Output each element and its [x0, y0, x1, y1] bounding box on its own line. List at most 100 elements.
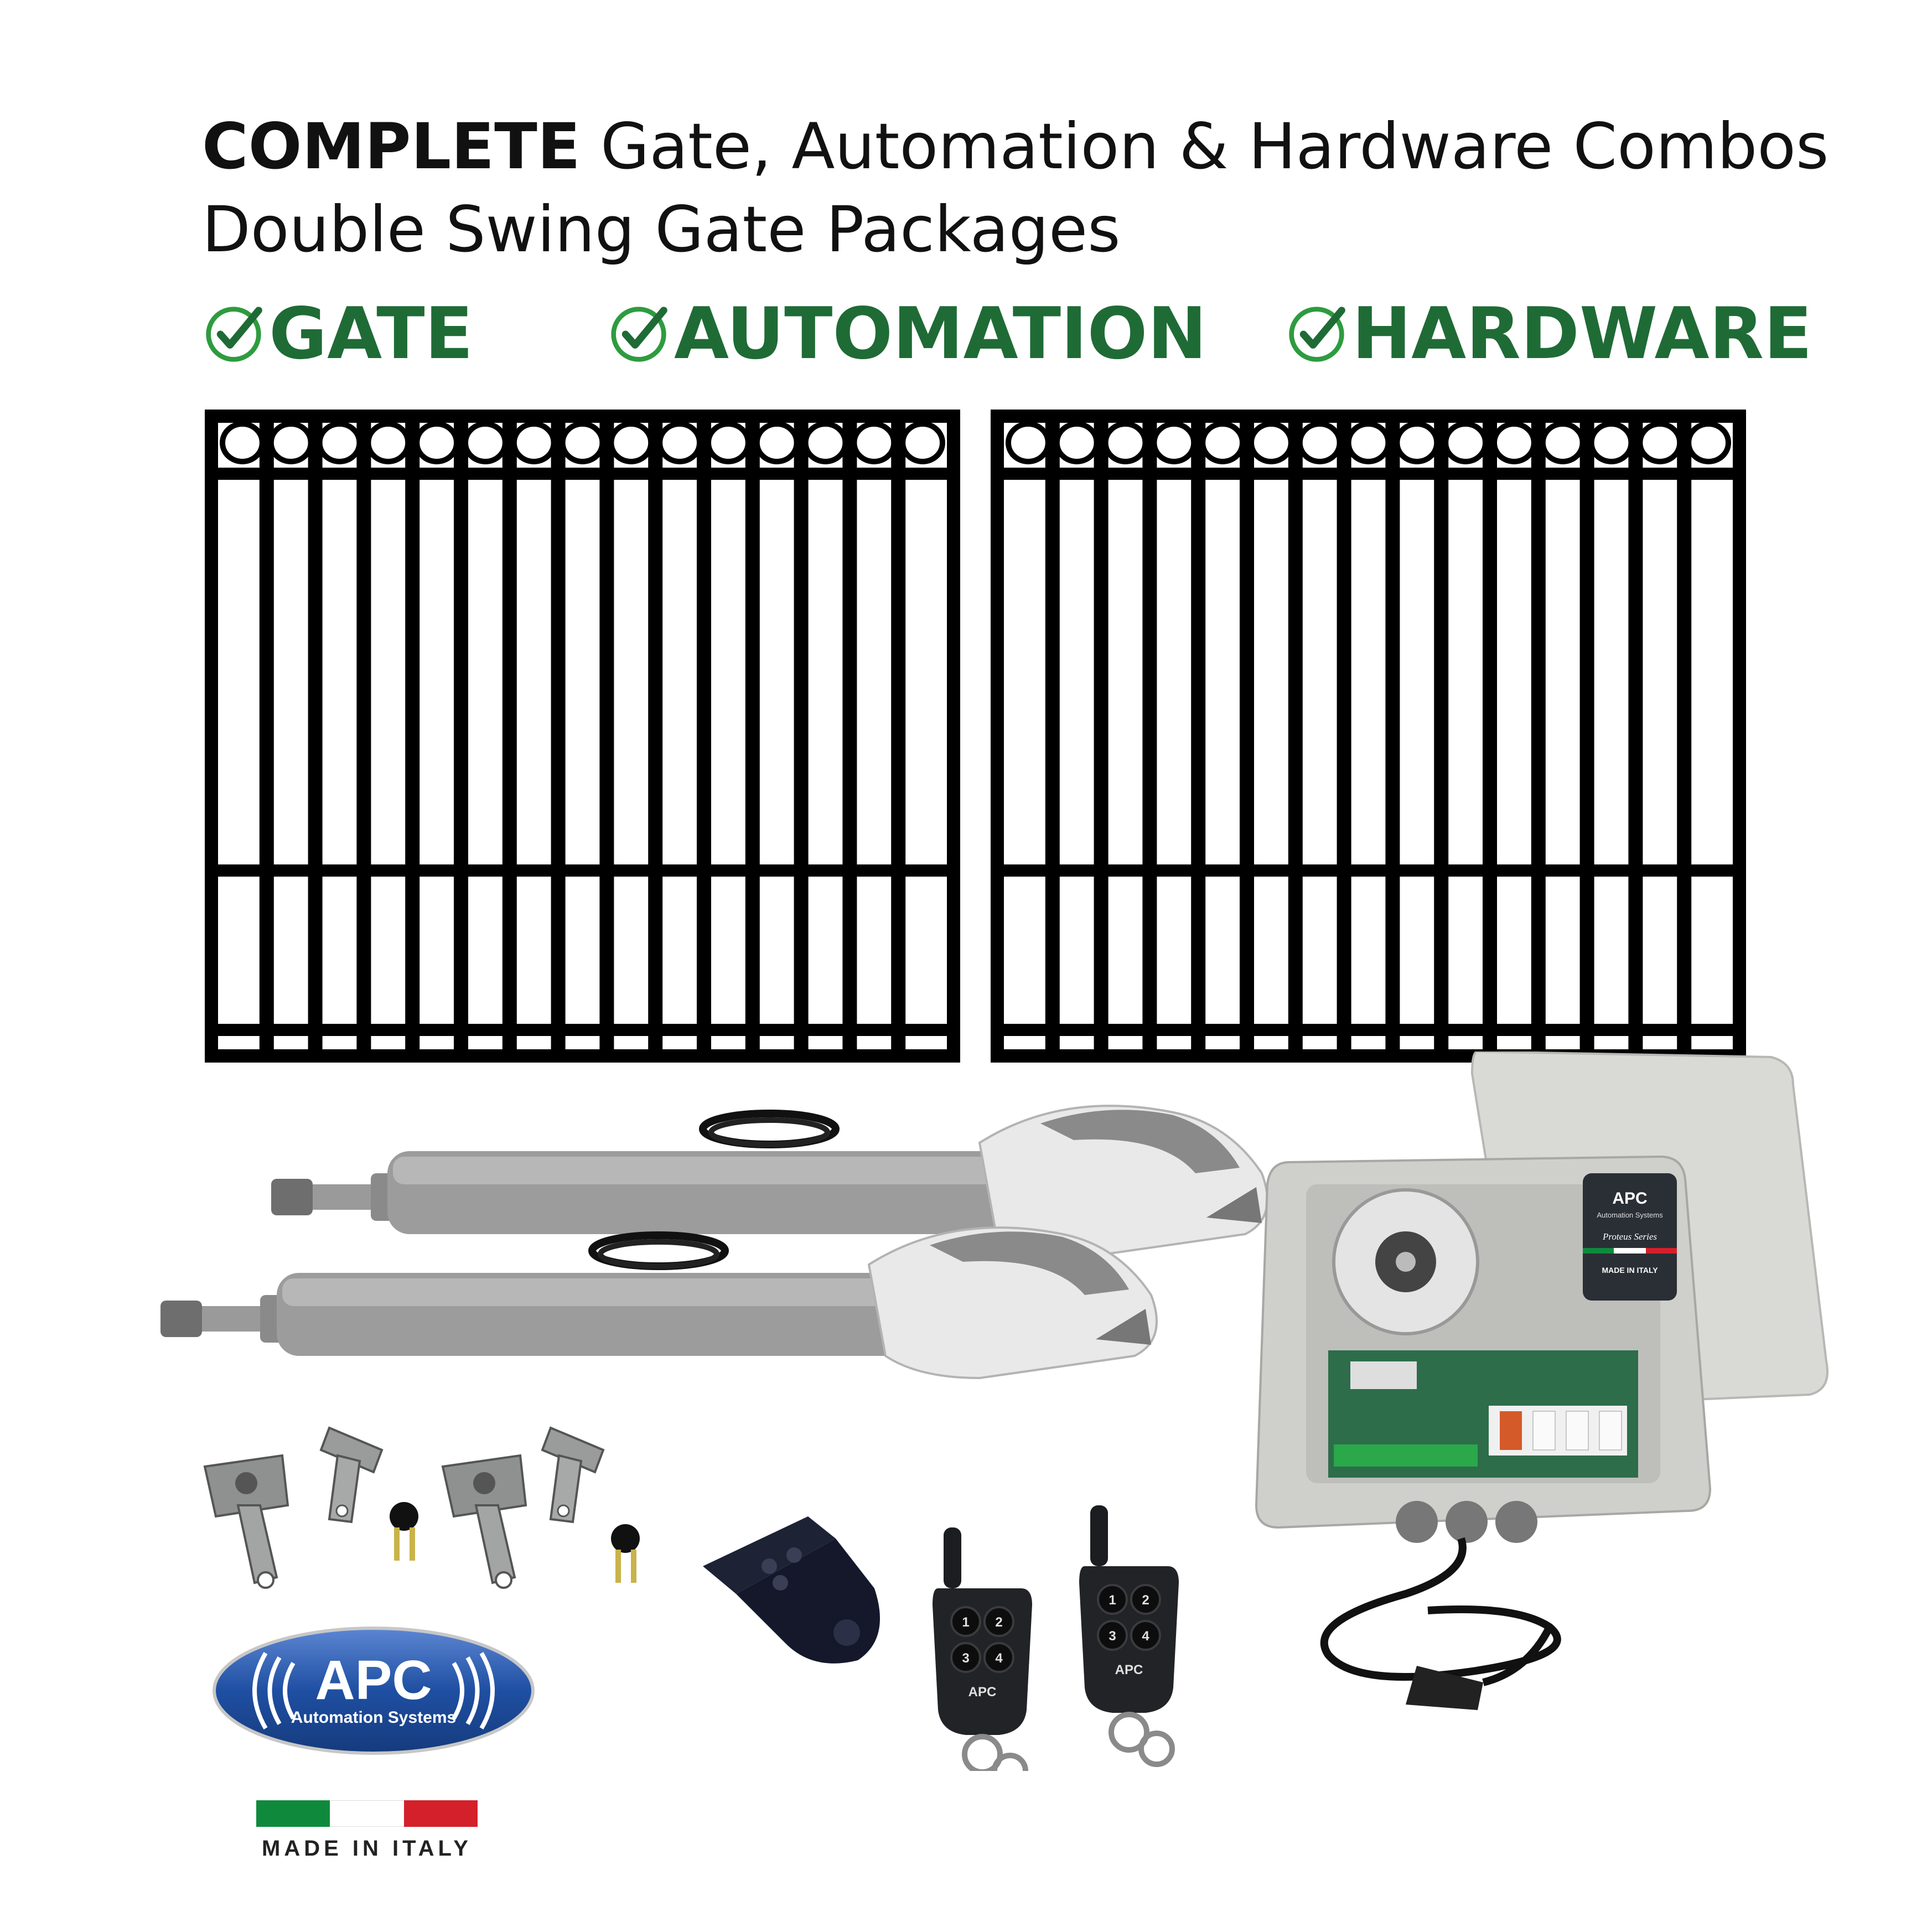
gate-leaf-left-picket: [891, 410, 906, 1063]
gate-leaf-right-ring: [1588, 421, 1634, 464]
double-swing-gate: [205, 410, 1746, 1063]
badge-made: MADE IN ITALY: [1602, 1266, 1658, 1275]
gate-leaf-left-upper-rail: [205, 468, 960, 480]
gate-leaf-right-picket: [1191, 410, 1206, 1063]
remote-body: [933, 1588, 1032, 1735]
gate-leaf-left-ring: [754, 421, 800, 464]
page-subtitle: Double Swing Gate Packages: [202, 193, 1121, 266]
flag-white-stripe: [330, 1800, 404, 1827]
logo-brand: APC: [315, 1649, 432, 1711]
gate-leaf-left-ring: [220, 421, 265, 464]
check-automation: AUTOMATION: [609, 299, 1207, 370]
remote-button-1[interactable]: [1097, 1584, 1128, 1615]
badge-series: Proteus Series: [1602, 1231, 1657, 1242]
apc-logo-mark: APC Automation Systems: [213, 1627, 535, 1755]
check-circle-icon: [611, 307, 667, 362]
gate-leaf-right-picket: [1240, 410, 1254, 1063]
remote-button-4[interactable]: [1130, 1620, 1161, 1651]
hinge-plate-2: [541, 1426, 605, 1524]
remote-button-label: 4: [1142, 1629, 1149, 1644]
title-strong: COMPLETE: [202, 110, 581, 183]
key-icon: [611, 1524, 640, 1583]
gate-leaf-right-ring: [1102, 421, 1148, 464]
hinge-bracket-1: [203, 1454, 289, 1589]
keyring-clip-icon: [992, 1753, 1028, 1771]
gate-opener-arm-lower: [160, 1226, 1158, 1380]
gate-leaf-left-picket: [697, 410, 711, 1063]
gate-leaf-left-picket: [405, 410, 420, 1063]
gate-leaf-right-upper-rail: [991, 468, 1746, 480]
gate-leaf-left-ring: [414, 421, 460, 464]
remote-button-label: 2: [995, 1615, 1002, 1630]
gate-leaf-left-ring: [802, 421, 848, 464]
gate-opener-arm-upper: [271, 1105, 1268, 1258]
gate-leaf-left-picket: [356, 410, 371, 1063]
remote-button-label: 3: [1109, 1629, 1116, 1644]
remote-button-2[interactable]: [1130, 1584, 1161, 1615]
gate-leaf-right-picket: [1337, 410, 1351, 1063]
flag-red-stripe: [403, 1800, 478, 1827]
gate-leaf-right-ring: [1151, 421, 1197, 464]
remote-button-1[interactable]: [950, 1606, 981, 1637]
gate-leaf-right-ring: [1686, 421, 1732, 464]
gate-leaf-right-ring: [1345, 421, 1391, 464]
gate-leaf-left-ring: [608, 421, 654, 464]
gate-leaf-left-picket: [551, 410, 566, 1063]
gate-leaf-left-right-stile: [947, 410, 960, 1063]
badge-brand: APC: [1612, 1189, 1647, 1208]
remote-button-2[interactable]: [983, 1606, 1014, 1637]
keyring-icon: [962, 1734, 1003, 1771]
remote-button-3[interactable]: [1097, 1620, 1128, 1651]
gate-leaf-right-left-stile: [991, 410, 1004, 1063]
remote-button-3[interactable]: [950, 1642, 981, 1673]
remote-button-label: 1: [962, 1615, 969, 1630]
remote-brand: APC: [968, 1685, 997, 1700]
flag-green-stripe: [256, 1800, 330, 1827]
gate-leaf-left-ring: [317, 421, 362, 464]
check-circle-icon: [206, 307, 262, 362]
gate-leaf-right-right-stile: [1733, 410, 1746, 1063]
gate-leaf-left-picket: [259, 410, 274, 1063]
gate-leaf-right-picket: [1142, 410, 1157, 1063]
gate-leaf-left-picket: [842, 410, 857, 1063]
gate-leaf-right-ring: [1054, 421, 1100, 464]
gate-leaf-right-lower-rail: [991, 1024, 1746, 1036]
gate-leaf-right-picket: [1483, 410, 1497, 1063]
made-in-italy-label: MADE IN ITALY: [262, 1836, 472, 1861]
gate-leaf-left-ring: [268, 421, 314, 464]
hinge-hardware: [203, 1426, 640, 1589]
gate-leaf-right-picket: [1628, 410, 1643, 1063]
gate-leaf-left-ring: [365, 421, 411, 464]
check-label-gate: GATE: [269, 293, 473, 375]
gate-leaf-right-ring: [1491, 421, 1537, 464]
gate-leaf-right-picket: [1579, 410, 1594, 1063]
logo-sub: Automation Systems: [291, 1708, 456, 1727]
gate-leaf-left-picket: [308, 410, 323, 1063]
gate-leaf-left-ring: [900, 421, 945, 464]
gate-leaf-right-top-rail: [991, 410, 1746, 423]
remote-button-4[interactable]: [983, 1642, 1014, 1673]
gate-leaf-right-ring: [1394, 421, 1440, 464]
gate-leaf-left-picket: [599, 410, 614, 1063]
hinge-bracket-2: [441, 1454, 527, 1589]
gate-leaf-left-picket: [502, 410, 517, 1063]
check-hardware: HARDWARE: [1287, 299, 1812, 370]
key-icon: [390, 1502, 418, 1561]
control-box: APC Automation Systems Proteus Series MA…: [1255, 1052, 1829, 1710]
gate-leaf-left-ring: [706, 421, 751, 464]
gate-leaf-left-ring: [560, 421, 605, 464]
gate-leaf-right-picket: [1531, 410, 1546, 1063]
gate-leaf-right-ring: [1297, 421, 1343, 464]
gate-leaf-left-lower-rail: [205, 1024, 960, 1036]
gate-leaf-right-picket: [1045, 410, 1060, 1063]
gate-leaf-left-picket: [745, 410, 760, 1063]
gate-leaf-left-picket: [794, 410, 809, 1063]
gate-leaf-left-ring: [463, 421, 508, 464]
remote-antenna: [1090, 1505, 1108, 1566]
title-rest: Gate, Automation & Hardware Combos: [600, 110, 1829, 183]
remote-antenna: [944, 1527, 961, 1588]
page-title: COMPLETE Gate, Automation & Hardware Com…: [202, 115, 1829, 178]
